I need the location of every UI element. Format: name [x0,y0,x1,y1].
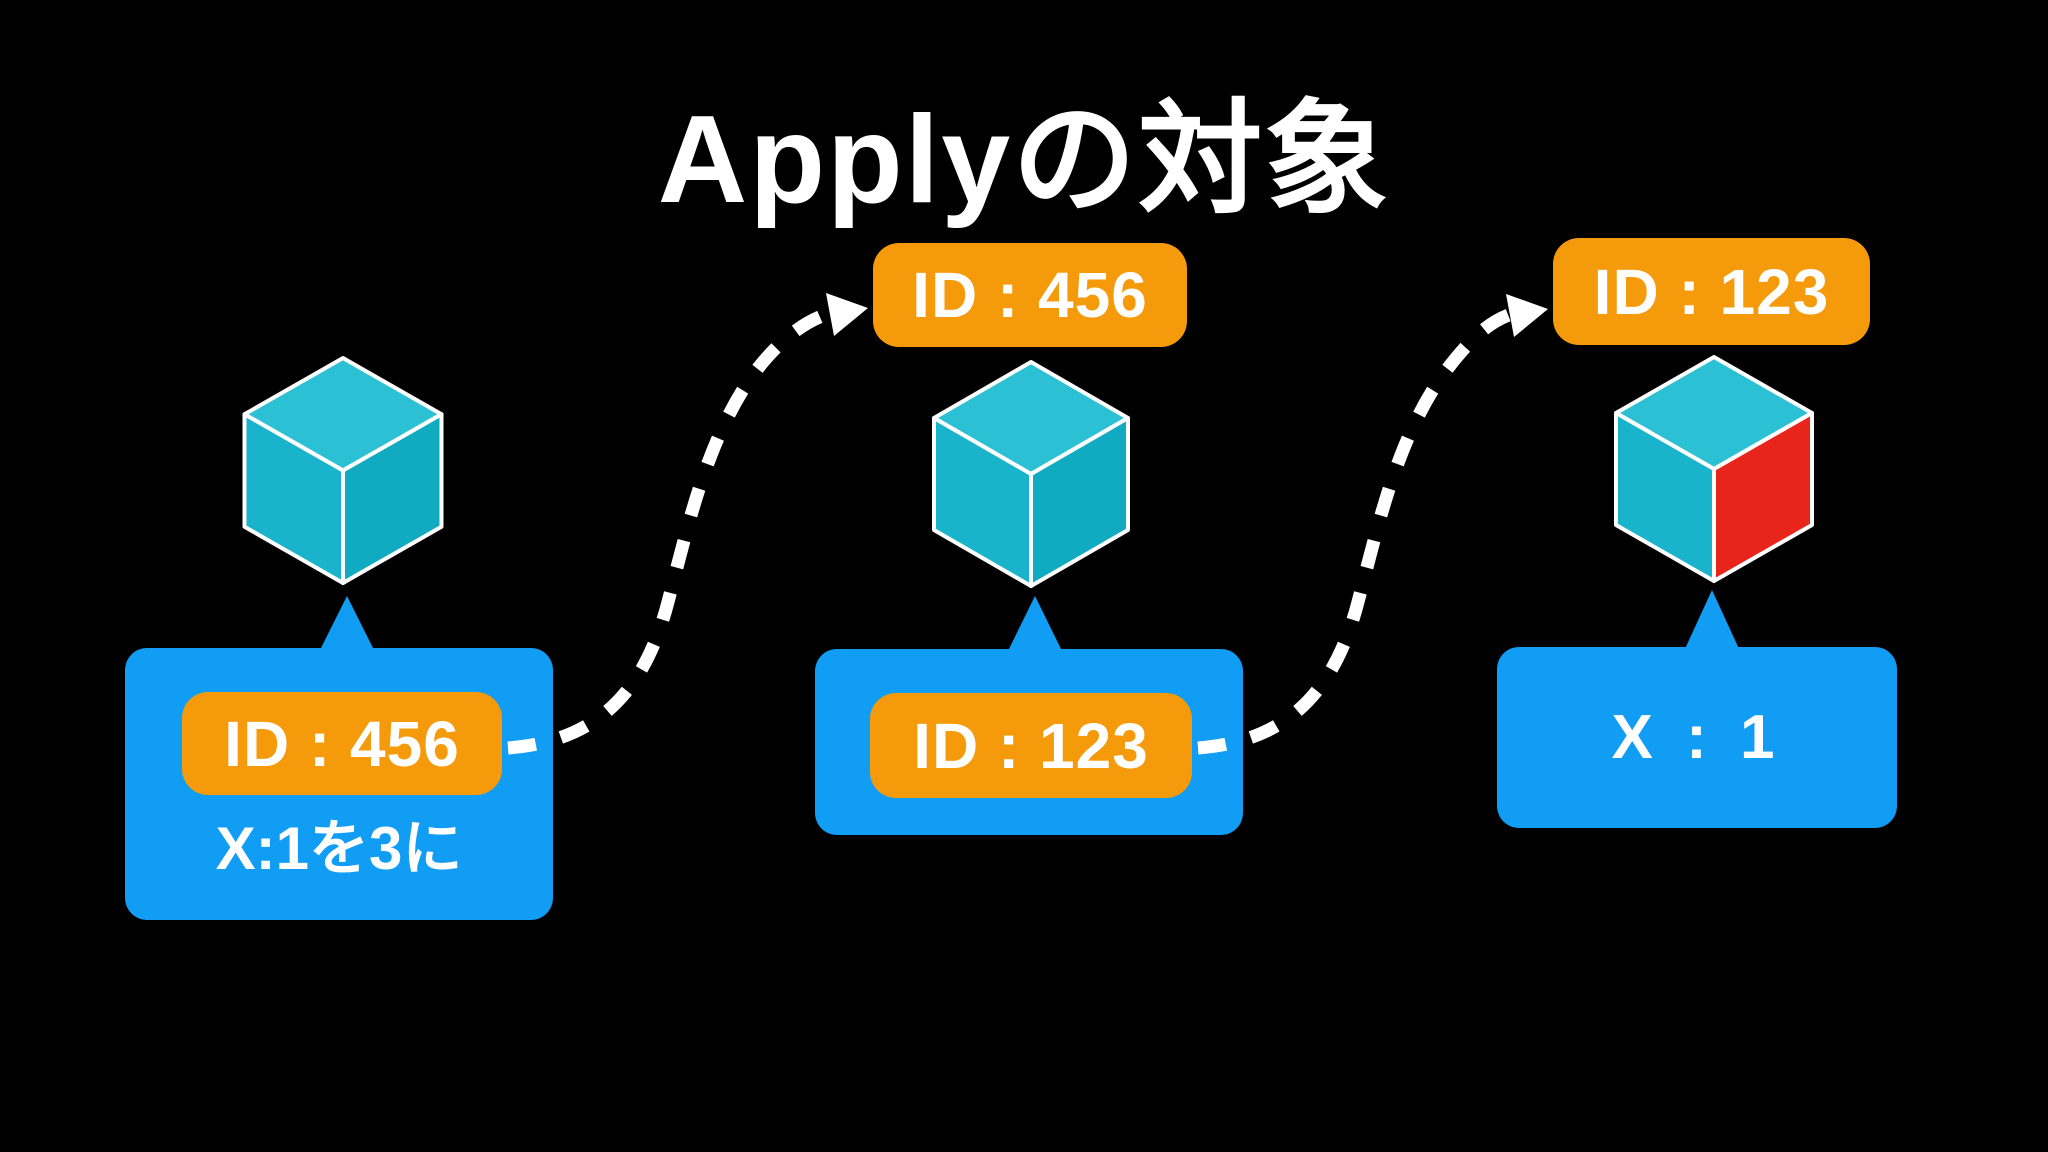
slide-title: Applyの対象 [657,91,1391,229]
id-badge-middle-bubble-label: ID : 123 [913,709,1149,782]
speech-bubble-middle: ID : 123 [815,649,1243,835]
id-badge-middle-bubble: ID : 123 [870,693,1192,798]
speech-bubble-left: ID : 456 X:1を3に [125,648,553,920]
id-badge-right-top-label: ID : 123 [1593,255,1830,328]
id-badge-middle-top: ID : 456 [873,243,1187,347]
bubble-note-left: X:1を3に [215,815,463,882]
speech-bubble-right: X : 1 [1497,647,1897,828]
id-badge-middle-top-label: ID : 456 [912,259,1148,331]
bubble-value-right: X : 1 [1611,703,1783,772]
id-badge-left-bubble: ID : 456 [182,692,502,795]
id-badge-left-bubble-label: ID : 456 [224,707,460,780]
id-badge-right-top: ID : 123 [1553,238,1870,345]
